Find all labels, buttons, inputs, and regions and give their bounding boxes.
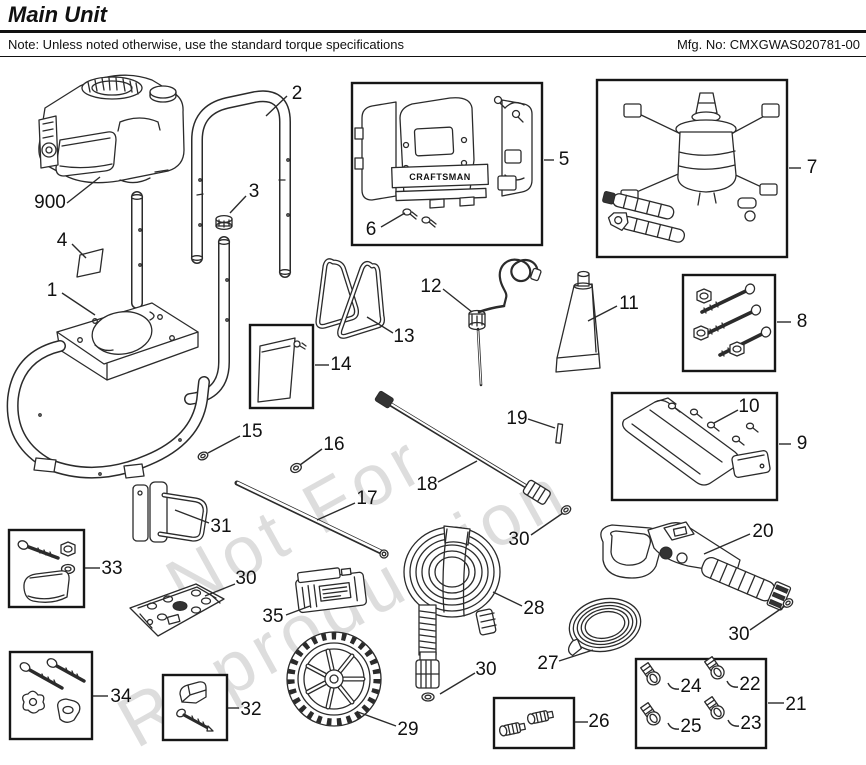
coil-art bbox=[567, 597, 642, 657]
callout-35: 35 bbox=[262, 606, 284, 627]
panel-box-group: CRAFTSMAN bbox=[350, 81, 544, 247]
washer-16-art bbox=[290, 462, 302, 474]
plate-art bbox=[129, 583, 225, 637]
callout-6: 6 bbox=[365, 219, 377, 240]
title-rule bbox=[0, 30, 866, 33]
callout-3: 3 bbox=[248, 181, 260, 202]
mfg-number: Mfg. No: CMXGWAS020781-00 bbox=[676, 37, 860, 52]
callout-8: 8 bbox=[796, 311, 808, 332]
nozzle-box-group bbox=[634, 656, 768, 750]
note-rule bbox=[0, 56, 866, 57]
callout-900: 900 bbox=[34, 192, 66, 213]
callout-20: 20 bbox=[752, 521, 774, 542]
callout-2: 2 bbox=[291, 83, 303, 104]
clip-kit-art bbox=[176, 681, 214, 732]
callout-7: 7 bbox=[806, 157, 818, 178]
pin-art bbox=[555, 423, 564, 444]
pump-outlets bbox=[602, 190, 686, 243]
holder-art bbox=[132, 481, 208, 543]
oring-30d-art bbox=[782, 598, 794, 608]
knob-kit-art bbox=[19, 658, 86, 723]
callout-1: 1 bbox=[46, 280, 58, 301]
tube-art bbox=[234, 480, 389, 559]
callout-24: 24 bbox=[680, 676, 702, 697]
callout-11: 11 bbox=[619, 293, 639, 314]
box-26 bbox=[492, 696, 576, 750]
battery-art bbox=[295, 567, 368, 614]
callout-30-gun: 30 bbox=[728, 624, 750, 645]
callout-30-lance: 30 bbox=[508, 529, 530, 550]
grip-screws-10-art bbox=[667, 402, 759, 446]
oring-30c-art bbox=[421, 692, 435, 702]
callout-14: 14 bbox=[330, 354, 352, 375]
foot-kit-box-group bbox=[7, 528, 86, 609]
frame-tube-art bbox=[130, 191, 231, 405]
callout-31: 31 bbox=[210, 516, 232, 537]
callout-13: 13 bbox=[393, 326, 415, 347]
callout-28: 28 bbox=[523, 598, 545, 619]
callout-26: 26 bbox=[588, 711, 610, 732]
adapter-box-group bbox=[492, 696, 576, 750]
pump-box-group bbox=[595, 78, 789, 259]
callout-9: 9 bbox=[796, 433, 808, 454]
callout-29: 29 bbox=[397, 719, 419, 740]
frame-art bbox=[6, 302, 210, 479]
callout-5: 5 bbox=[558, 149, 570, 170]
wheel-art bbox=[286, 631, 382, 727]
hose-art bbox=[403, 525, 501, 689]
siphon-art bbox=[468, 258, 542, 387]
callout-34: 34 bbox=[110, 686, 132, 707]
bolt-kit-box-group bbox=[681, 273, 777, 373]
craftsman-logo: CRAFTSMAN bbox=[409, 172, 471, 182]
callout-16: 16 bbox=[323, 434, 345, 455]
adapter-art bbox=[498, 710, 554, 737]
callout-27: 27 bbox=[537, 653, 559, 674]
side-panel-art bbox=[257, 337, 307, 403]
oring-15-art bbox=[197, 451, 209, 461]
callout-30-plate: 30 bbox=[235, 568, 257, 589]
callout-19: 19 bbox=[506, 408, 528, 429]
bolt-kit-art bbox=[693, 283, 772, 357]
pump-art bbox=[602, 92, 780, 243]
leader-lines bbox=[61, 95, 801, 730]
lance-art bbox=[374, 390, 551, 505]
page-title: Main Unit bbox=[8, 2, 107, 27]
hook-art bbox=[315, 258, 385, 339]
callout-12: 12 bbox=[420, 276, 442, 297]
handle-art bbox=[190, 90, 292, 278]
knob-kit-box-group bbox=[8, 650, 94, 741]
oring-30a-art bbox=[560, 505, 572, 515]
callout-15: 15 bbox=[241, 421, 263, 442]
callout-21: 21 bbox=[785, 694, 807, 715]
clip-kit-box-group bbox=[161, 673, 229, 742]
flange-nut-icon bbox=[693, 288, 745, 357]
callout-18: 18 bbox=[416, 474, 438, 495]
callout-33: 33 bbox=[101, 558, 123, 579]
gun-art bbox=[600, 521, 792, 611]
callout-22: 22 bbox=[739, 674, 761, 695]
callout-17: 17 bbox=[356, 488, 378, 509]
callout-30-hose: 30 bbox=[475, 659, 497, 680]
torque-note: Note: Unless noted otherwise, use the st… bbox=[8, 37, 405, 52]
screw-icon bbox=[493, 95, 524, 123]
callout-32: 32 bbox=[240, 699, 262, 720]
foot-kit-art bbox=[17, 540, 76, 603]
callout-10: 10 bbox=[738, 396, 760, 417]
callout-4: 4 bbox=[56, 230, 68, 251]
nozzle-art bbox=[640, 656, 725, 726]
cone-art bbox=[555, 270, 601, 373]
callout-23: 23 bbox=[740, 713, 762, 734]
grip-art bbox=[622, 397, 771, 486]
cap-art bbox=[215, 214, 233, 231]
callout-25: 25 bbox=[680, 716, 702, 737]
engine-art bbox=[38, 74, 185, 184]
control-panel-art: CRAFTSMAN bbox=[354, 95, 533, 228]
panel14-box-group bbox=[248, 323, 315, 410]
grip-box-group bbox=[610, 391, 779, 502]
